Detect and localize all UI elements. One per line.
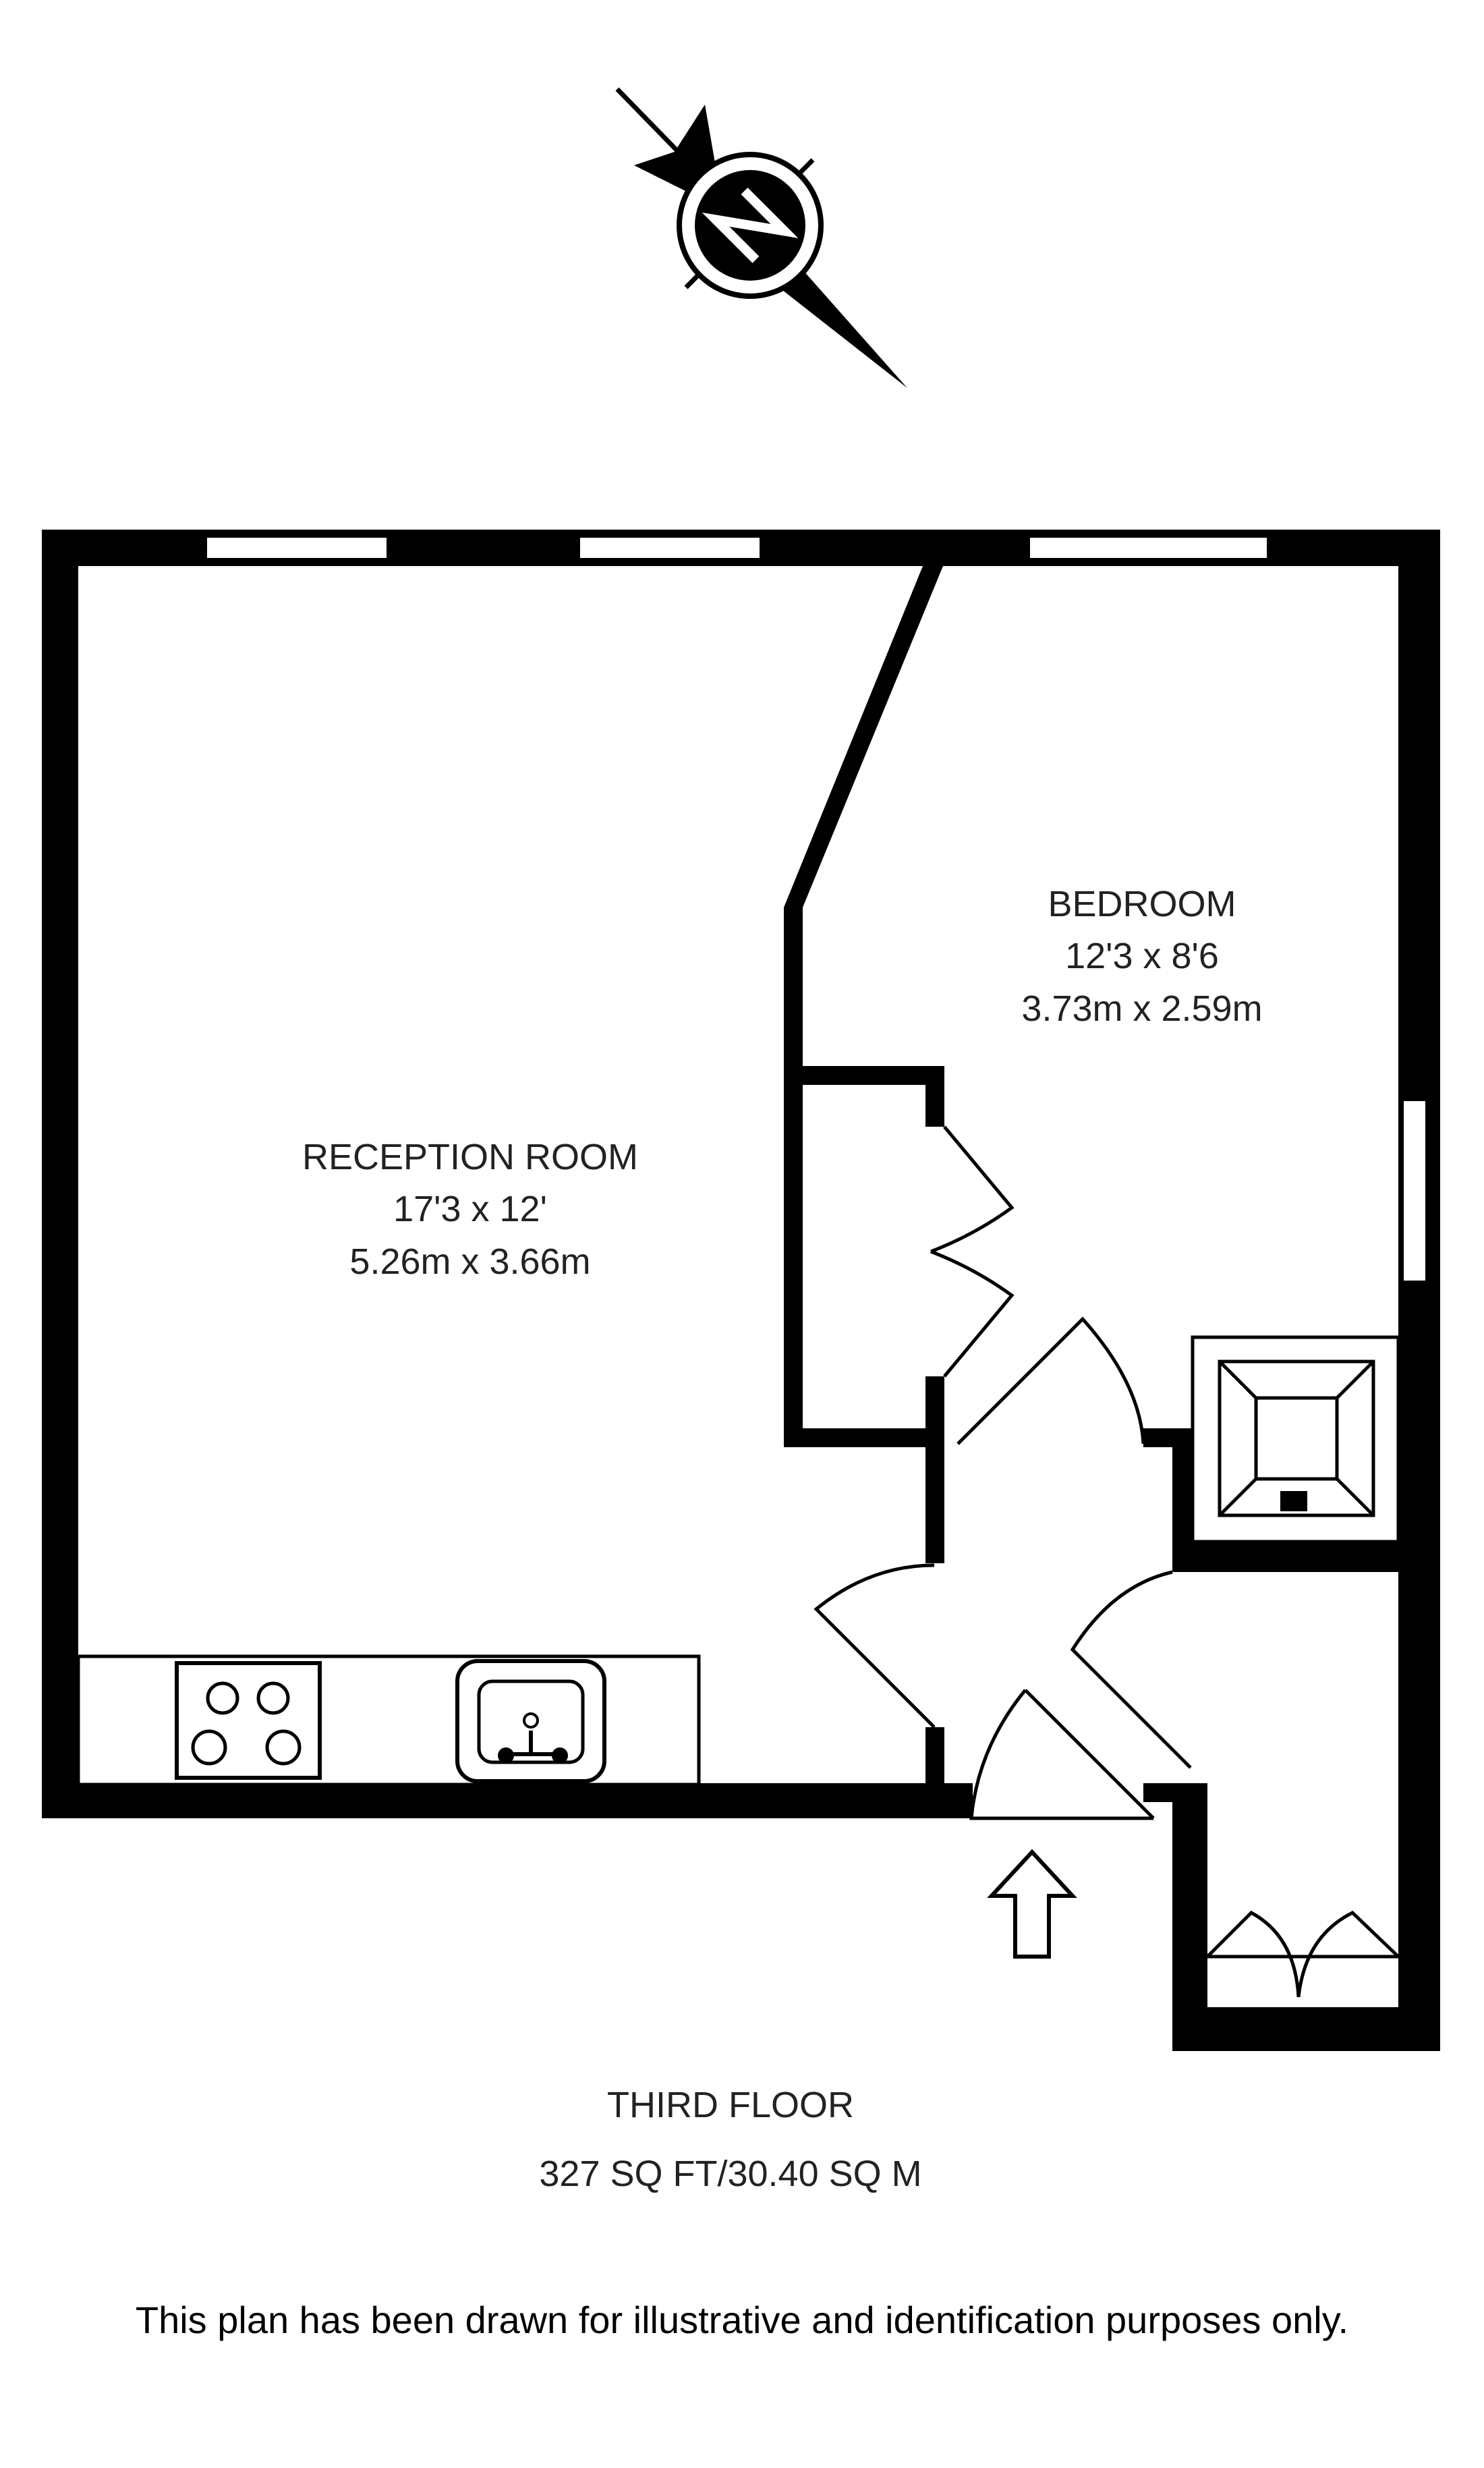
reception-room-imperial: 17'3 x 12' (393, 1189, 547, 1229)
sink-icon (455, 1659, 606, 1783)
floor-area: 327 SQ FT/30.40 SQ M (539, 2154, 921, 2194)
compass-letter-n (702, 188, 799, 263)
kitchen-counter (76, 1654, 701, 1787)
window-3 (1027, 535, 1269, 561)
floor-name: THIRD FLOOR (607, 2085, 854, 2125)
reception-room-metric: 5.26m x 3.66m (349, 1241, 590, 1282)
floor-summary: THIRD FLOOR 327 SQ FT/30.40 SQ M (539, 2085, 921, 2194)
shower-tray-icon (1191, 1335, 1400, 1544)
reception-room-name: RECEPTION ROOM (302, 1137, 638, 1177)
bedroom-name: BEDROOM (1048, 884, 1236, 924)
window-2 (577, 535, 762, 561)
hob-icon (175, 1661, 322, 1780)
disclaimer: This plan has been drawn for illustrativ… (136, 2299, 1348, 2341)
north-compass-icon: N (615, 87, 907, 388)
bedroom-metric: 3.73m x 2.59m (1021, 988, 1262, 1029)
window-1 (204, 535, 389, 561)
reception-room-label: RECEPTION ROOM 17'3 x 12' 5.26m x 3.66m (302, 1137, 638, 1282)
exterior-walls (42, 530, 1440, 2051)
windows (204, 535, 1428, 1283)
doors (814, 1125, 1400, 1998)
bedroom-imperial: 12'3 x 8'6 (1065, 936, 1219, 976)
entrance-arrow-icon (987, 1849, 1077, 1959)
bedroom-label: BEDROOM 12'3 x 8'6 3.73m x 2.59m (1021, 884, 1262, 1029)
window-4 (1401, 1098, 1428, 1283)
interior-walls (784, 566, 1440, 1802)
